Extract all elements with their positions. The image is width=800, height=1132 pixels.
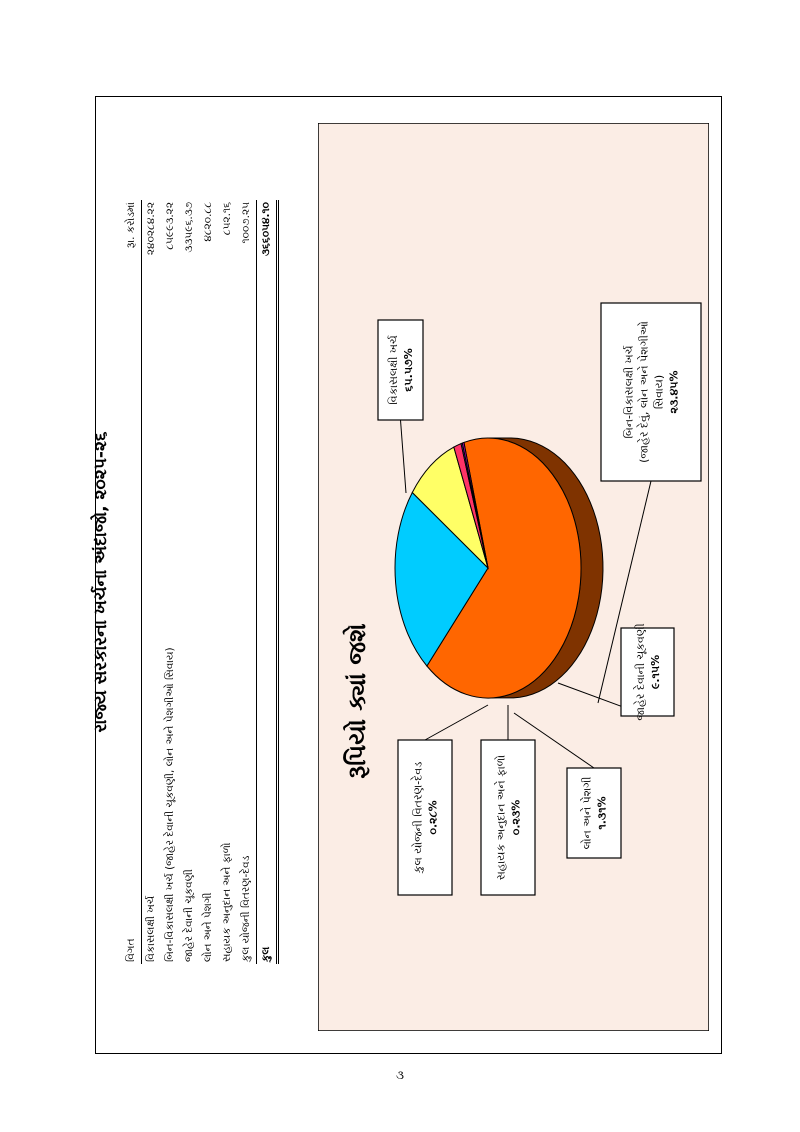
row-label: સહાયક અનુદાન અને ફાળો: [221, 842, 233, 962]
table-row: કુલ યોજની વિતરણ-દેવડ ૧૦૦૭.૨૫: [237, 200, 257, 964]
total-amount: ૩૬૬૦૫૪.૧૦: [256, 200, 278, 344]
header-amount: રૂા. કરોડમાં: [122, 200, 142, 344]
slice-value-label: ૦.૨૮%: [426, 800, 439, 834]
page-title: રાજ્ય સરકારના ખર્ચના અંદાજો, ૨૦૨૫-૨૬: [91, 431, 111, 733]
callout-box: [377, 319, 424, 421]
page-frame: [95, 96, 722, 1054]
callout-1: બિન-વિકાસલક્ષી ખર્ચ(જાહેર દેવું, લોન અને…: [597, 302, 702, 704]
callout-leader: [400, 419, 407, 494]
pie-slice-1: [394, 491, 489, 667]
slice-name-label: સહાયક અનુદાન અને ફાળો: [494, 755, 507, 880]
callout-text: જાહેર દેવાની ચૂકવણી૯.૧૫%: [633, 623, 662, 720]
slice-name-label: વિકાસલક્ષી ખર્ચ: [387, 335, 400, 405]
row-amount: ૮૫૨.૧૬: [221, 202, 233, 236]
pie-tops: [394, 437, 582, 699]
row-amount: ૩૩૫૯૬.૩૭: [183, 202, 195, 253]
callout-text: બિન-વિકાસલક્ષી ખર્ચ(જાહેર દેવું, લોન અને…: [622, 321, 680, 463]
table-row: જાહેર દેવાની ચૂકવણી ૩૩૫૯૬.૩૭: [180, 200, 199, 964]
callout-text: સહાયક અનુદાન અને ફાળો૦.૨૩%: [494, 755, 522, 880]
slice-name-label: (જાહેર દેવું, લોન અને પેશગીઓ: [637, 321, 651, 463]
callout-box: [566, 767, 622, 859]
callout-box: [397, 739, 453, 896]
row-label: કુલ યોજની વિતરણ-દેવડ: [240, 855, 252, 962]
table-header-row: વિગત રૂા. કરોડમાં: [122, 200, 142, 964]
header-label: વિગત: [122, 344, 142, 964]
callout-4: સહાયક અનુદાન અને ફાળો૦.૨૩%: [480, 705, 536, 896]
table-row: સહાયક અનુદાન અને ફાળો ૮૫૨.૧૬: [218, 200, 237, 964]
slice-value-label: ૦.૨૩%: [509, 800, 522, 836]
row-amount: ૧૦૦૭.૨૫: [240, 202, 252, 244]
pie-slice-5: [461, 441, 489, 569]
slice-name-label: કુલ યોજની વિતરણ-દેવડ: [411, 762, 425, 874]
page-number: ૩: [396, 1068, 404, 1082]
row-label: વિકાસલક્ષી ખર્ચ: [145, 895, 157, 962]
slice-value-label: ૧.૩૧%: [595, 796, 608, 829]
callout-text: લોન અને પેશગી૧.૩૧%: [580, 777, 608, 850]
table-total-row: કુલ ૩૬૬૦૫૪.૧૦: [256, 200, 278, 964]
callout-box: [620, 627, 675, 717]
table-row: વિકાસલક્ષી ખર્ચ ૨૪૦૨૮૪.૨૨: [142, 200, 162, 964]
slice-name-label: સિવાય): [652, 375, 665, 409]
expenditure-table: વિગત રૂા. કરોડમાં વિકાસલક્ષી ખર્ચ ૨૪૦૨૮૪…: [122, 200, 279, 964]
rotated-table-section: રાજ્ય સરકારના ખર્ચના અંદાજો, ૨૦૨૫-૨૬ વિગ…: [88, 200, 278, 964]
row-amount: ૮૫૯૯૩.૨૨: [164, 202, 176, 250]
slice-value-label: ૯.૧૫%: [649, 655, 662, 689]
callout-3: લોન અને પેશગી૧.૩૧%: [513, 712, 622, 859]
slice-value-label: ૨૩.૪૫%: [667, 370, 680, 413]
slice-name-label: બિન-વિકાસલક્ષી ખર્ચ: [622, 345, 635, 438]
table-row: લોન અને પેશગી ૪૮૨૦.૮૮: [199, 200, 218, 964]
callout-box: [480, 739, 536, 896]
slice-value-label: ૬૫.૫૭%: [402, 348, 415, 391]
row-amount: ૪૮૨૦.૮૮: [202, 202, 214, 242]
slice-name-label: લોન અને પેશગી: [580, 777, 593, 850]
row-label: જાહેર દેવાની ચૂકવણી: [183, 869, 195, 962]
slice-name-label: જાહેર દેવાની ચૂકવણી: [633, 623, 647, 720]
row-label: લોન અને પેશગી: [202, 892, 214, 962]
callout-2: જાહેર દેવાની ચૂકવણી૯.૧૫%: [557, 623, 675, 721]
row-label: બિન-વિકાસલક્ષી ખર્ચ (જાહેર દેવાની ચૂકવણી…: [164, 647, 176, 962]
chart-title: રૂપિયો ક્યાં જશે: [342, 623, 371, 778]
pie-slice-0: [426, 437, 582, 699]
callout-leader: [424, 704, 489, 741]
total-label: કુલ: [256, 344, 278, 964]
callout-leader: [513, 712, 595, 769]
callout-leader: [597, 480, 652, 704]
row-amount: ૨૪૦૨૮૪.૨૨: [145, 202, 157, 256]
table-row: બિન-વિકાસલક્ષી ખર્ચ (જાહેર દેવાની ચૂકવણી…: [161, 200, 180, 964]
callout-box: [600, 302, 702, 482]
